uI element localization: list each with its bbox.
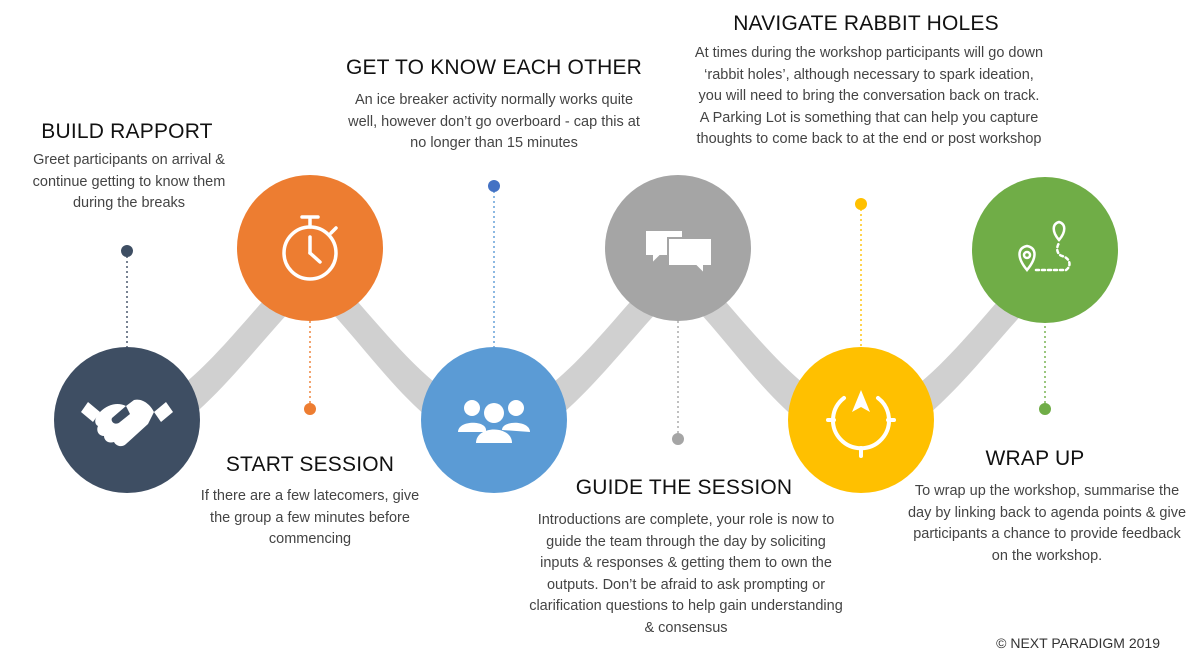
- route-pin-icon: [1018, 220, 1071, 272]
- step-text-get-to-know: An ice breaker activity normally works q…: [348, 92, 640, 151]
- chat-bubbles-icon: [644, 229, 713, 277]
- step-title-build-rapport: BUILD RAPPORT: [41, 120, 213, 143]
- step-text-wrap-up: To wrap up the workshop, summarise the d…: [907, 483, 1187, 564]
- group-icon: [458, 400, 530, 443]
- step-title-start-session: START SESSION: [225, 453, 395, 476]
- step-title-rabbit-holes: NAVIGATE RABBIT HOLES: [733, 12, 999, 35]
- connector-dot-6: [1039, 403, 1051, 415]
- connector-dot-3: [488, 180, 500, 192]
- copyright: © NEXT PARADIGM 2019: [996, 635, 1160, 651]
- step-text-start-session: If there are a few latecomers, give the …: [200, 488, 420, 547]
- step-title-guide-session: GUIDE THE SESSION: [575, 476, 793, 499]
- step-text-guide-session: Introductions are complete, your role is…: [529, 512, 843, 636]
- connector-dot-2: [304, 403, 316, 415]
- connector-dot-5: [855, 198, 867, 210]
- connector-dot-1: [121, 245, 133, 257]
- connector-dot-4: [672, 433, 684, 445]
- stopwatch-icon: [282, 215, 338, 281]
- step-text-build-rapport: Greet participants on arrival & continue…: [32, 152, 226, 211]
- step-circle-rabbit-holes: [788, 347, 934, 493]
- step-circle-wrap-up: [972, 177, 1118, 323]
- compass-icon: [826, 390, 896, 458]
- step-text-rabbit-holes: At times during the workshop participant…: [694, 45, 1044, 147]
- step-title-wrap-up: WRAP UP: [985, 447, 1085, 470]
- handshake-icon: [81, 399, 173, 447]
- step-title-get-to-know: GET TO KNOW EACH OTHER: [345, 56, 643, 79]
